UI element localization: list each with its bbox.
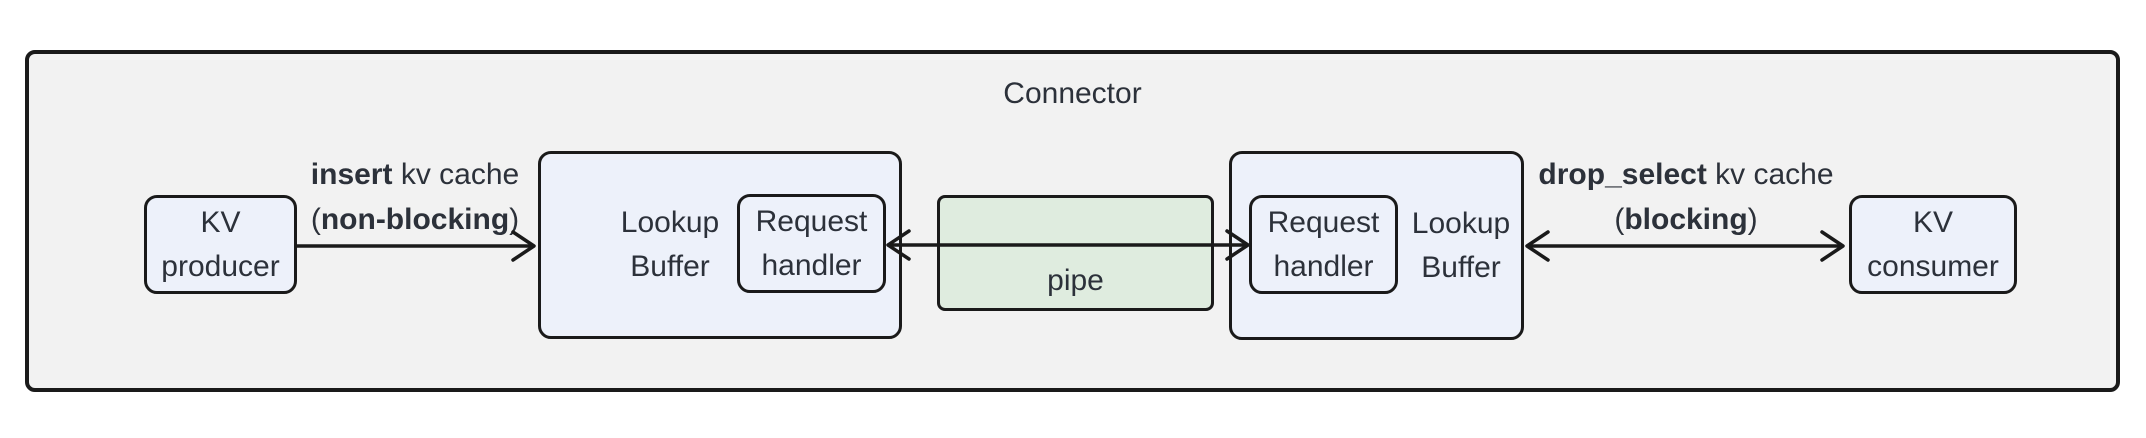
insert-paren-close: ) <box>509 203 520 236</box>
insert-keyword: insert <box>310 158 393 191</box>
drop-select-label-rest: kv cache <box>1706 158 1834 191</box>
blocking-paren-close: ) <box>1747 203 1758 236</box>
drop-select-edge-label-line2: (blocking) <box>1516 197 1856 242</box>
insert-edge-label-line2: (non-blocking) <box>280 197 550 242</box>
kv-producer-label-line2: producer <box>161 249 280 283</box>
pipe-node: pipe <box>937 195 1214 311</box>
lookup-buffer-right-label-line1: Lookup <box>1411 206 1511 240</box>
blocking-paren-open: ( <box>1614 203 1625 236</box>
insert-paren-open: ( <box>310 203 321 236</box>
drop-select-edge-label: drop_select kv cache (blocking) <box>1516 152 1856 242</box>
request-handler-left-node: Request handler <box>737 194 886 293</box>
request-handler-right-label-line1: Request <box>1267 205 1380 239</box>
pipe-label: pipe <box>1047 264 1104 297</box>
lookup-buffer-left-label-line2: Buffer <box>630 250 710 283</box>
insert-edge-label-line1: insert kv cache <box>280 152 550 197</box>
kv-producer-node: KV producer <box>144 195 297 294</box>
lookup-buffer-right-label-line2: Buffer <box>1421 250 1501 284</box>
insert-edge-label: insert kv cache (non-blocking) <box>280 152 550 242</box>
lookup-buffer-left-label-line1: Lookup <box>620 206 720 239</box>
request-handler-right-node: Request handler <box>1249 195 1398 294</box>
kv-consumer-label-line2: consumer <box>1867 249 1999 283</box>
lookup-buffer-left-node: Lookup Buffer Request handler <box>538 151 902 339</box>
request-handler-right-label-line2: handler <box>1273 249 1374 283</box>
request-handler-left-label-line2: handler <box>761 248 862 282</box>
drop-select-edge-label-line1: drop_select kv cache <box>1516 152 1856 197</box>
lookup-buffer-right-node: Request handler Lookup Buffer <box>1229 151 1524 340</box>
request-handler-left-label-line1: Request <box>755 204 868 238</box>
non-blocking-keyword: non-blocking <box>320 203 510 236</box>
connector-title: Connector <box>1003 77 1142 110</box>
drop-select-keyword: drop_select <box>1538 158 1707 191</box>
kv-consumer-label-line1: KV <box>1912 205 1954 239</box>
kv-consumer-node: KV consumer <box>1849 195 2017 294</box>
lookup-buffer-left-label: Lookup Buffer <box>570 154 770 336</box>
insert-label-rest: kv cache <box>392 158 520 191</box>
kv-producer-label-line1: KV <box>200 205 241 239</box>
blocking-keyword: blocking <box>1624 203 1748 236</box>
lookup-buffer-right-label: Lookup Buffer <box>1401 154 1521 337</box>
